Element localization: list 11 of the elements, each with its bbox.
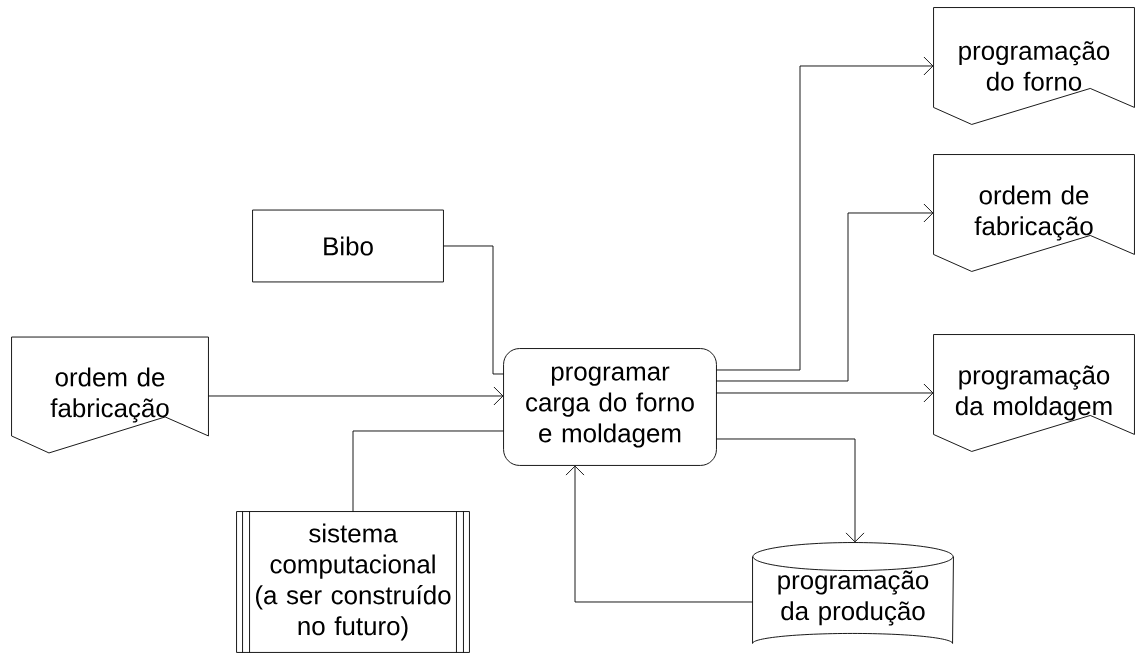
node-label: programação da produção (778, 570, 929, 626)
arrow (716, 56, 934, 371)
arrow (565, 465, 753, 603)
arrow (716, 438, 865, 543)
process-box: programar carga do forno e moldagem (503, 348, 717, 466)
process-box: Bibo (252, 209, 444, 283)
arrow (716, 203, 934, 382)
system-box: sistema computacional (a ser construído no futuro) (236, 511, 470, 653)
arrow (208, 386, 504, 406)
database-cylinder: programação da produção (752, 542, 954, 644)
arrow (716, 383, 934, 403)
